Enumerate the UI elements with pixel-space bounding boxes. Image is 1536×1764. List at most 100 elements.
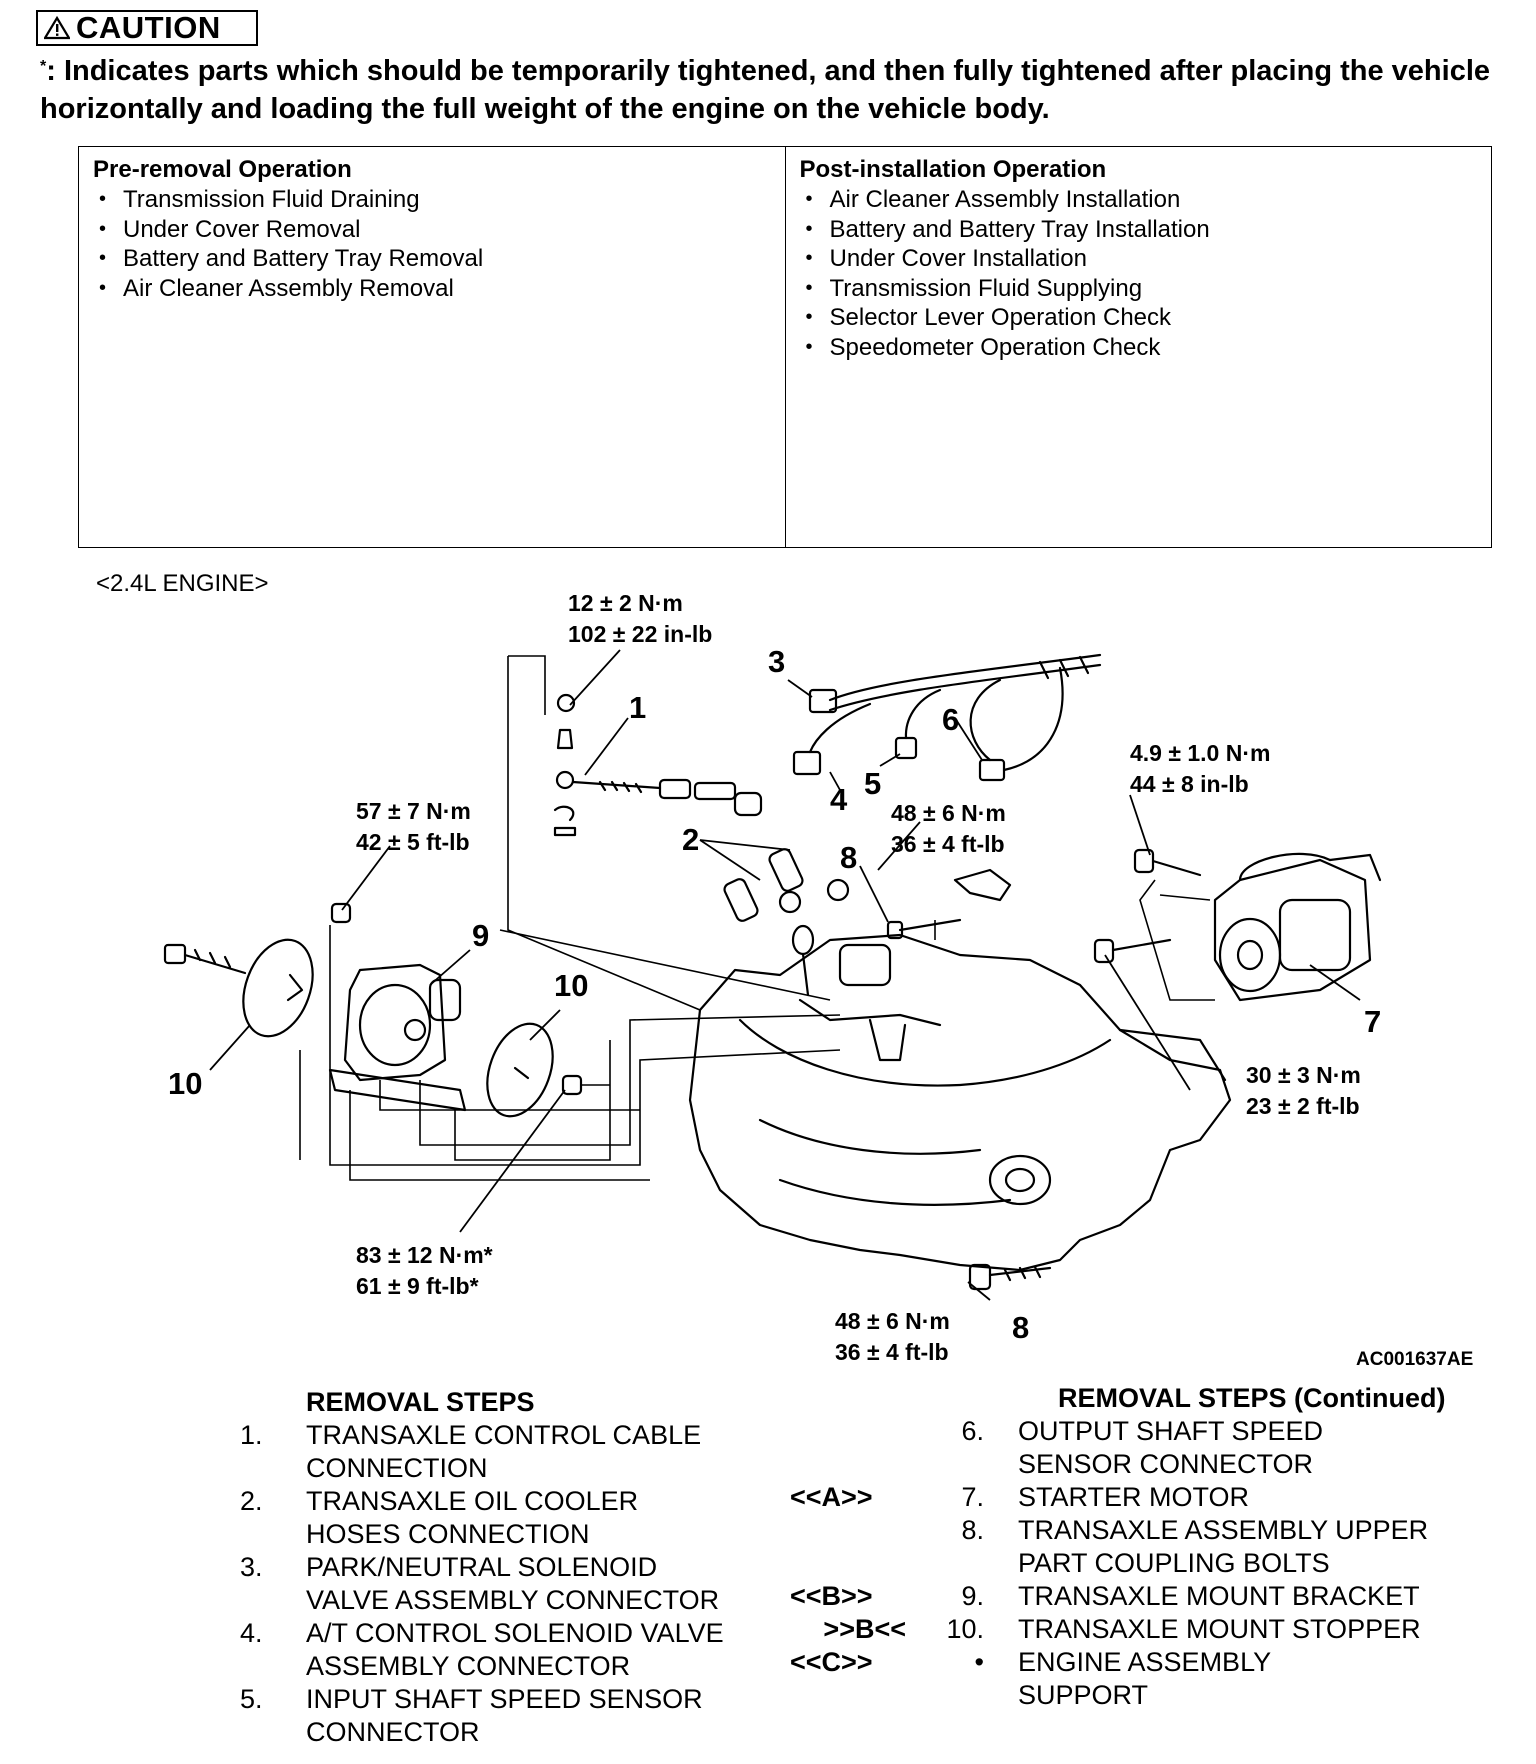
- step-reference: <<C>>: [790, 1647, 873, 1677]
- step-line: A/T CONTROL SOLENOID VALVE: [306, 1618, 724, 1648]
- list-item: Air Cleaner Assembly Removal: [93, 274, 771, 304]
- torque-label-starter-bolt: 4.9 ± 1.0 N·m 44 ± 8 in-lb: [1130, 738, 1270, 800]
- torque-value: 44 ± 8 in-lb: [1130, 771, 1249, 797]
- step-item: 5. INPUT SHAFT SPEED SENSOR CONNECTOR: [240, 1683, 724, 1749]
- step-text: TRANSAXLE MOUNT BRACKET: [984, 1580, 1420, 1613]
- step-line: TRANSAXLE ASSEMBLY UPPER: [1018, 1515, 1429, 1545]
- list-item: Battery and Battery Tray Installation: [800, 215, 1478, 245]
- callout-7: 7: [1364, 1004, 1382, 1039]
- step-line: CONNECTION: [306, 1453, 488, 1483]
- torque-value: 83 ± 12 N·m*: [356, 1242, 493, 1268]
- pre-removal-column: Pre-removal Operation Transmission Fluid…: [79, 147, 785, 547]
- callout-8-lower: 8: [1012, 1310, 1030, 1345]
- callout-10-left: 10: [168, 1066, 203, 1101]
- step-text: INPUT SHAFT SPEED SENSOR CONNECTOR: [276, 1683, 703, 1749]
- step-reference: >>B<<: [823, 1614, 906, 1644]
- operations-table: Pre-removal Operation Transmission Fluid…: [78, 146, 1492, 548]
- step-number: 3.: [240, 1552, 263, 1582]
- post-installation-list: Air Cleaner Assembly Installation Batter…: [800, 185, 1478, 362]
- list-item: Battery and Battery Tray Removal: [93, 244, 771, 274]
- step-number: 5.: [240, 1684, 263, 1714]
- step-item: <<A>> 7. STARTER MOTOR: [790, 1481, 1446, 1514]
- step-text: STARTER MOTOR: [984, 1481, 1249, 1514]
- step-line: PART COUPLING BOLTS: [1018, 1548, 1330, 1578]
- step-item: 8. TRANSAXLE ASSEMBLY UPPER PART COUPLIN…: [790, 1514, 1446, 1580]
- step-text: TRANSAXLE MOUNT STOPPER: [984, 1613, 1421, 1646]
- step-reference: <<A>>: [790, 1482, 873, 1512]
- step-line: TRANSAXLE CONTROL CABLE: [306, 1420, 702, 1450]
- step-item: 2. TRANSAXLE OIL COOLER HOSES CONNECTION: [240, 1485, 724, 1551]
- torque-label-mount-nut: 57 ± 7 N·m 42 ± 5 ft-lb: [356, 796, 471, 858]
- step-item: 3. PARK/NEUTRAL SOLENOID VALVE ASSEMBLY …: [240, 1551, 724, 1617]
- torque-value: 12 ± 2 N·m: [568, 590, 683, 616]
- step-text: A/T CONTROL SOLENOID VALVE ASSEMBLY CONN…: [276, 1617, 724, 1683]
- removal-steps-right: REMOVAL STEPS (Continued) 6. OUTPUT SHAF…: [790, 1382, 1446, 1712]
- step-reference: [790, 1514, 906, 1580]
- list-item: Selector Lever Operation Check: [800, 303, 1478, 333]
- callout-1: 1: [629, 690, 647, 725]
- step-text: TRANSAXLE ASSEMBLY UPPER PART COUPLING B…: [984, 1514, 1428, 1580]
- step-text: OUTPUT SHAFT SPEED SENSOR CONNECTOR: [984, 1415, 1323, 1481]
- torque-label-stopper-nut: 83 ± 12 N·m* 61 ± 9 ft-lb*: [356, 1240, 493, 1302]
- step-text: ENGINE ASSEMBLY SUPPORT: [984, 1646, 1271, 1712]
- warning-triangle-icon: [44, 16, 70, 40]
- step-line: OUTPUT SHAFT SPEED: [1018, 1416, 1324, 1446]
- torque-value: 57 ± 7 N·m: [356, 798, 471, 824]
- torque-value: 23 ± 2 ft-lb: [1246, 1093, 1360, 1119]
- step-line: TRANSAXLE OIL COOLER: [306, 1486, 639, 1516]
- step-number: 1.: [240, 1420, 263, 1450]
- torque-label-cable-nut: 12 ± 2 N·m 102 ± 22 in-lb: [568, 588, 712, 650]
- step-number: 8.: [961, 1515, 984, 1545]
- removal-steps-continued-heading: REMOVAL STEPS (Continued): [1058, 1383, 1446, 1413]
- step-line: SUPPORT: [1018, 1680, 1149, 1710]
- caution-box: CAUTION: [36, 10, 258, 46]
- pre-removal-list: Transmission Fluid Draining Under Cover …: [93, 185, 771, 303]
- torque-value: 42 ± 5 ft-lb: [356, 829, 470, 855]
- torque-value: 36 ± 4 ft-lb: [891, 831, 1005, 857]
- step-number: 4.: [240, 1618, 263, 1648]
- callout-8-upper: 8: [840, 840, 858, 875]
- step-line: HOSES CONNECTION: [306, 1519, 590, 1549]
- list-item: Speedometer Operation Check: [800, 333, 1478, 363]
- step-item: <<B>> 9. TRANSAXLE MOUNT BRACKET: [790, 1580, 1446, 1613]
- caution-label: CAUTION: [76, 10, 221, 45]
- step-line: TRANSAXLE MOUNT BRACKET: [1018, 1581, 1420, 1611]
- torque-value: 4.9 ± 1.0 N·m: [1130, 740, 1271, 766]
- post-installation-heading: Post-installation Operation: [799, 156, 1107, 183]
- torque-value: 48 ± 6 N·m: [891, 800, 1006, 826]
- step-item: 4. A/T CONTROL SOLENOID VALVE ASSEMBLY C…: [240, 1617, 724, 1683]
- step-number: 9.: [961, 1581, 984, 1611]
- step-line: CONNECTOR: [306, 1717, 480, 1747]
- step-line: VALVE ASSEMBLY CONNECTOR: [306, 1585, 720, 1615]
- torque-label-upper-bolt: 48 ± 6 N·m 36 ± 4 ft-lb: [891, 798, 1006, 860]
- list-item: Under Cover Installation: [800, 244, 1478, 274]
- step-line: STARTER MOTOR: [1018, 1482, 1250, 1512]
- caution-note-text: : Indicates parts which should be tempor…: [40, 55, 1491, 125]
- torque-label-starter-mount-bolt: 30 ± 3 N·m 23 ± 2 ft-lb: [1246, 1060, 1361, 1122]
- torque-label-lower-bolt: 48 ± 6 N·m 36 ± 4 ft-lb: [835, 1306, 950, 1368]
- step-number: 2.: [240, 1486, 263, 1516]
- list-item: Air Cleaner Assembly Installation: [800, 185, 1478, 215]
- figure-code: AC001637AE: [1356, 1349, 1474, 1370]
- step-text: TRANSAXLE OIL COOLER HOSES CONNECTION: [276, 1485, 638, 1551]
- callout-10-right: 10: [554, 968, 589, 1003]
- step-number: 10.: [946, 1614, 984, 1644]
- step-line: TRANSAXLE MOUNT STOPPER: [1018, 1614, 1421, 1644]
- step-reference: [790, 1415, 906, 1481]
- step-line: ENGINE ASSEMBLY: [1018, 1647, 1272, 1677]
- step-item: 6. OUTPUT SHAFT SPEED SENSOR CONNECTOR: [790, 1415, 1446, 1481]
- torque-value: 102 ± 22 in-lb: [568, 621, 713, 647]
- step-text: PARK/NEUTRAL SOLENOID VALVE ASSEMBLY CON…: [276, 1551, 719, 1617]
- callout-9: 9: [472, 918, 490, 953]
- step-number: 7.: [961, 1482, 984, 1512]
- step-line: SENSOR CONNECTOR: [1018, 1449, 1314, 1479]
- list-item: Transmission Fluid Draining: [93, 185, 771, 215]
- step-line: ASSEMBLY CONNECTOR: [306, 1651, 631, 1681]
- step-line: INPUT SHAFT SPEED SENSOR: [306, 1684, 703, 1714]
- callout-5: 5: [864, 766, 882, 801]
- caution-marker: *: [40, 58, 47, 75]
- removal-steps-heading: REMOVAL STEPS: [306, 1387, 535, 1417]
- step-bullet: •: [974, 1647, 984, 1677]
- step-item: <<C>> • ENGINE ASSEMBLY SUPPORT: [790, 1646, 1446, 1712]
